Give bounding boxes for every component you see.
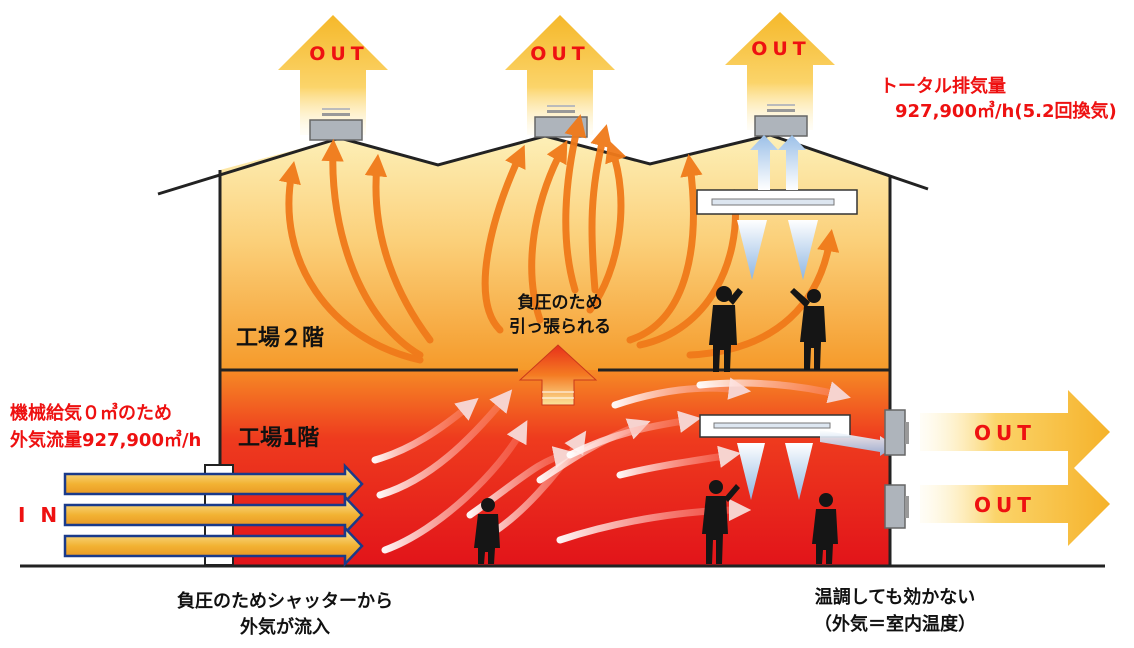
wall-out-arrow-1	[920, 390, 1110, 474]
roof-out-label-2: OUT	[530, 43, 590, 65]
in-arrow-2	[63, 493, 364, 537]
roof-out-arrow-2	[505, 15, 615, 135]
total-exhaust-value: 927,900㎥/h(5.2回換気)	[895, 100, 1117, 122]
cold-air-arrows-floor2	[737, 135, 818, 280]
in-label: I N	[18, 503, 61, 527]
person-icon	[812, 493, 838, 564]
person-icon	[790, 288, 826, 370]
roof-out-arrow-3	[725, 12, 835, 130]
person-icon	[702, 480, 740, 564]
negative-pressure-line2: 引っ張られる	[509, 317, 611, 337]
middle-up-arrow	[518, 344, 598, 406]
roof-out-label-1: OUT	[309, 43, 369, 65]
person-icon	[709, 286, 743, 372]
cold-air-arrows-floor1	[737, 430, 895, 500]
shutter-caption-line2: 外気が流入	[240, 616, 330, 638]
wall-fan-icon	[884, 409, 909, 456]
negative-pressure-line1: 負圧のため	[518, 293, 603, 313]
wall-out-arrow-2	[920, 462, 1110, 546]
wall-fan-icon	[884, 484, 909, 529]
shutter-caption-line1: 負圧のためシャッターから	[177, 590, 393, 612]
in-arrow-1	[63, 462, 364, 506]
wall-out-label-2: OUT	[974, 493, 1036, 517]
supply-text-line1: 機械給気０㎥のため	[10, 402, 172, 424]
floor2-label: 工場２階	[236, 326, 324, 351]
temp-caption-line1: 温調しても効かない	[815, 586, 976, 608]
wall-out-label-1: OUT	[974, 421, 1036, 445]
total-exhaust-title: トータル排気量	[880, 75, 1006, 97]
roof-out-label-3: OUT	[751, 38, 811, 60]
air-conditioner-icon	[696, 189, 858, 215]
air-conditioner-icon	[699, 414, 851, 438]
exhaust-fan-icon	[309, 108, 363, 141]
supply-text-line2: 外気流量927,900㎥/h	[10, 429, 201, 451]
floor1-label: 工場1階	[238, 426, 319, 451]
roof-out-arrow-1	[278, 15, 388, 135]
floor2-flow-arrows	[278, 114, 840, 364]
temp-caption-line2: （外気＝室内温度）	[814, 613, 976, 635]
exhaust-fan-icon	[754, 104, 808, 137]
in-arrow-3	[63, 524, 364, 568]
person-icon	[474, 498, 500, 564]
